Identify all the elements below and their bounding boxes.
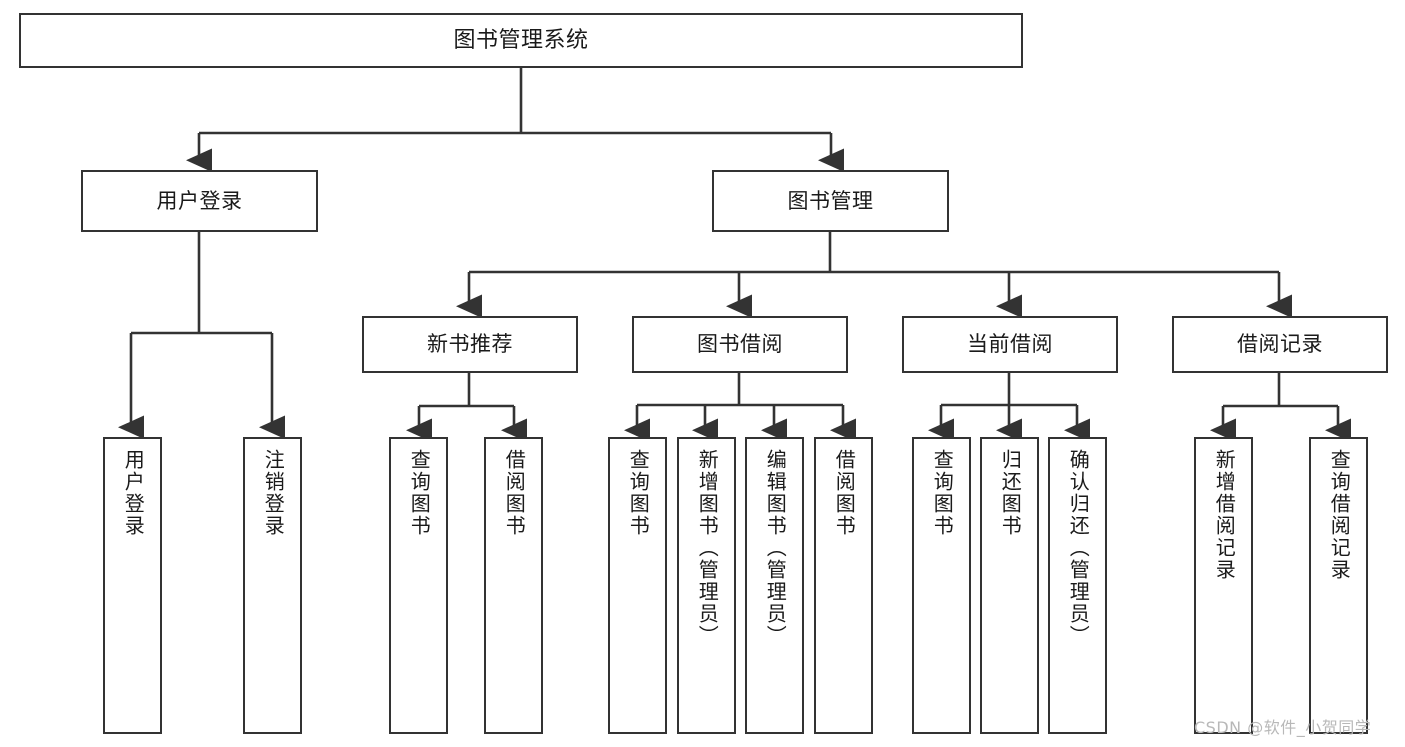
watermark: CSDN @软件_小贺同学 <box>1194 718 1372 737</box>
node-label: 图书借阅 <box>697 332 783 357</box>
node-label: 查询借阅记录 <box>1327 449 1352 581</box>
node-label: 借阅记录 <box>1237 332 1323 357</box>
node-label: 当前借阅 <box>967 332 1053 357</box>
node-borrowing-record[interactable]: 借阅记录 <box>1172 316 1388 373</box>
node-label: 图书管理 <box>787 188 874 213</box>
node-label: 借阅图书 <box>502 449 527 537</box>
node-new-book-recommendation[interactable]: 新书推荐 <box>362 316 578 373</box>
node-label: 注销登录 <box>261 449 286 537</box>
leaf-query-borrow-record[interactable]: 查询借阅记录 <box>1309 437 1368 734</box>
node-label: 借阅图书 <box>832 449 857 537</box>
node-label: 新书推荐 <box>427 332 513 357</box>
leaf-borrow-book[interactable]: 借阅图书 <box>814 437 873 734</box>
leaf-borrow-book-new[interactable]: 借阅图书 <box>484 437 543 734</box>
leaf-add-borrow-record[interactable]: 新增借阅记录 <box>1194 437 1253 734</box>
node-label: 用户登录 <box>121 449 146 537</box>
leaf-query-book[interactable]: 查询图书 <box>608 437 667 734</box>
node-label: 归还图书 <box>998 449 1023 537</box>
leaf-confirm-return-admin[interactable]: 确认归还（管理员） <box>1048 437 1107 734</box>
leaf-query-book-current[interactable]: 查询图书 <box>912 437 971 734</box>
node-current-borrowing[interactable]: 当前借阅 <box>902 316 1118 373</box>
leaf-logout[interactable]: 注销登录 <box>243 437 302 734</box>
node-label: 查询图书 <box>930 449 955 537</box>
leaf-user-login[interactable]: 用户登录 <box>103 437 162 734</box>
leaf-add-book-admin[interactable]: 新增图书（管理员） <box>677 437 736 734</box>
node-label: 编辑图书（管理员） <box>763 449 788 647</box>
node-root-system[interactable]: 图书管理系统 <box>19 13 1023 68</box>
node-label: 用户登录 <box>156 188 243 213</box>
node-user-login[interactable]: 用户登录 <box>81 170 318 232</box>
node-label: 查询图书 <box>407 449 432 537</box>
node-book-borrowing[interactable]: 图书借阅 <box>632 316 848 373</box>
node-label: 新增借阅记录 <box>1212 449 1237 581</box>
leaf-edit-book-admin[interactable]: 编辑图书（管理员） <box>745 437 804 734</box>
node-label: 查询图书 <box>626 449 651 537</box>
node-label: 图书管理系统 <box>453 27 589 53</box>
leaf-return-book[interactable]: 归还图书 <box>980 437 1039 734</box>
leaf-query-book-new[interactable]: 查询图书 <box>389 437 448 734</box>
node-book-management[interactable]: 图书管理 <box>712 170 949 232</box>
node-label: 确认归还（管理员） <box>1066 449 1091 647</box>
node-label: 新增图书（管理员） <box>695 449 720 647</box>
